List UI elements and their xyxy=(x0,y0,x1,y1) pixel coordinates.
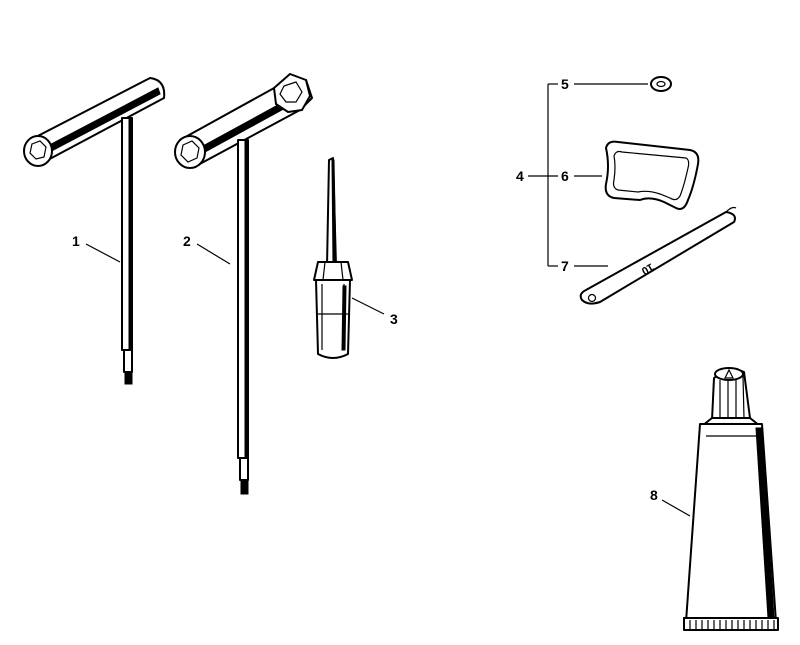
scraper-marking: 10 xyxy=(639,260,656,277)
t-wrench-large xyxy=(174,73,313,495)
callout-4: 4 xyxy=(516,168,524,184)
screwdriver xyxy=(313,157,353,359)
callout-7: 7 xyxy=(561,258,569,274)
callout-6: 6 xyxy=(561,168,569,184)
callout-8: 8 xyxy=(650,487,658,503)
scraper-tool: 10 xyxy=(579,206,737,305)
washer xyxy=(650,76,672,92)
callout-5: 5 xyxy=(561,76,569,92)
callout-1: 1 xyxy=(72,233,80,249)
gasket xyxy=(604,140,700,210)
grease-tube xyxy=(683,367,779,631)
callout-2: 2 xyxy=(183,233,191,249)
t-wrench-small xyxy=(23,77,166,385)
callout-3: 3 xyxy=(390,311,398,327)
leader-lines xyxy=(85,83,691,517)
